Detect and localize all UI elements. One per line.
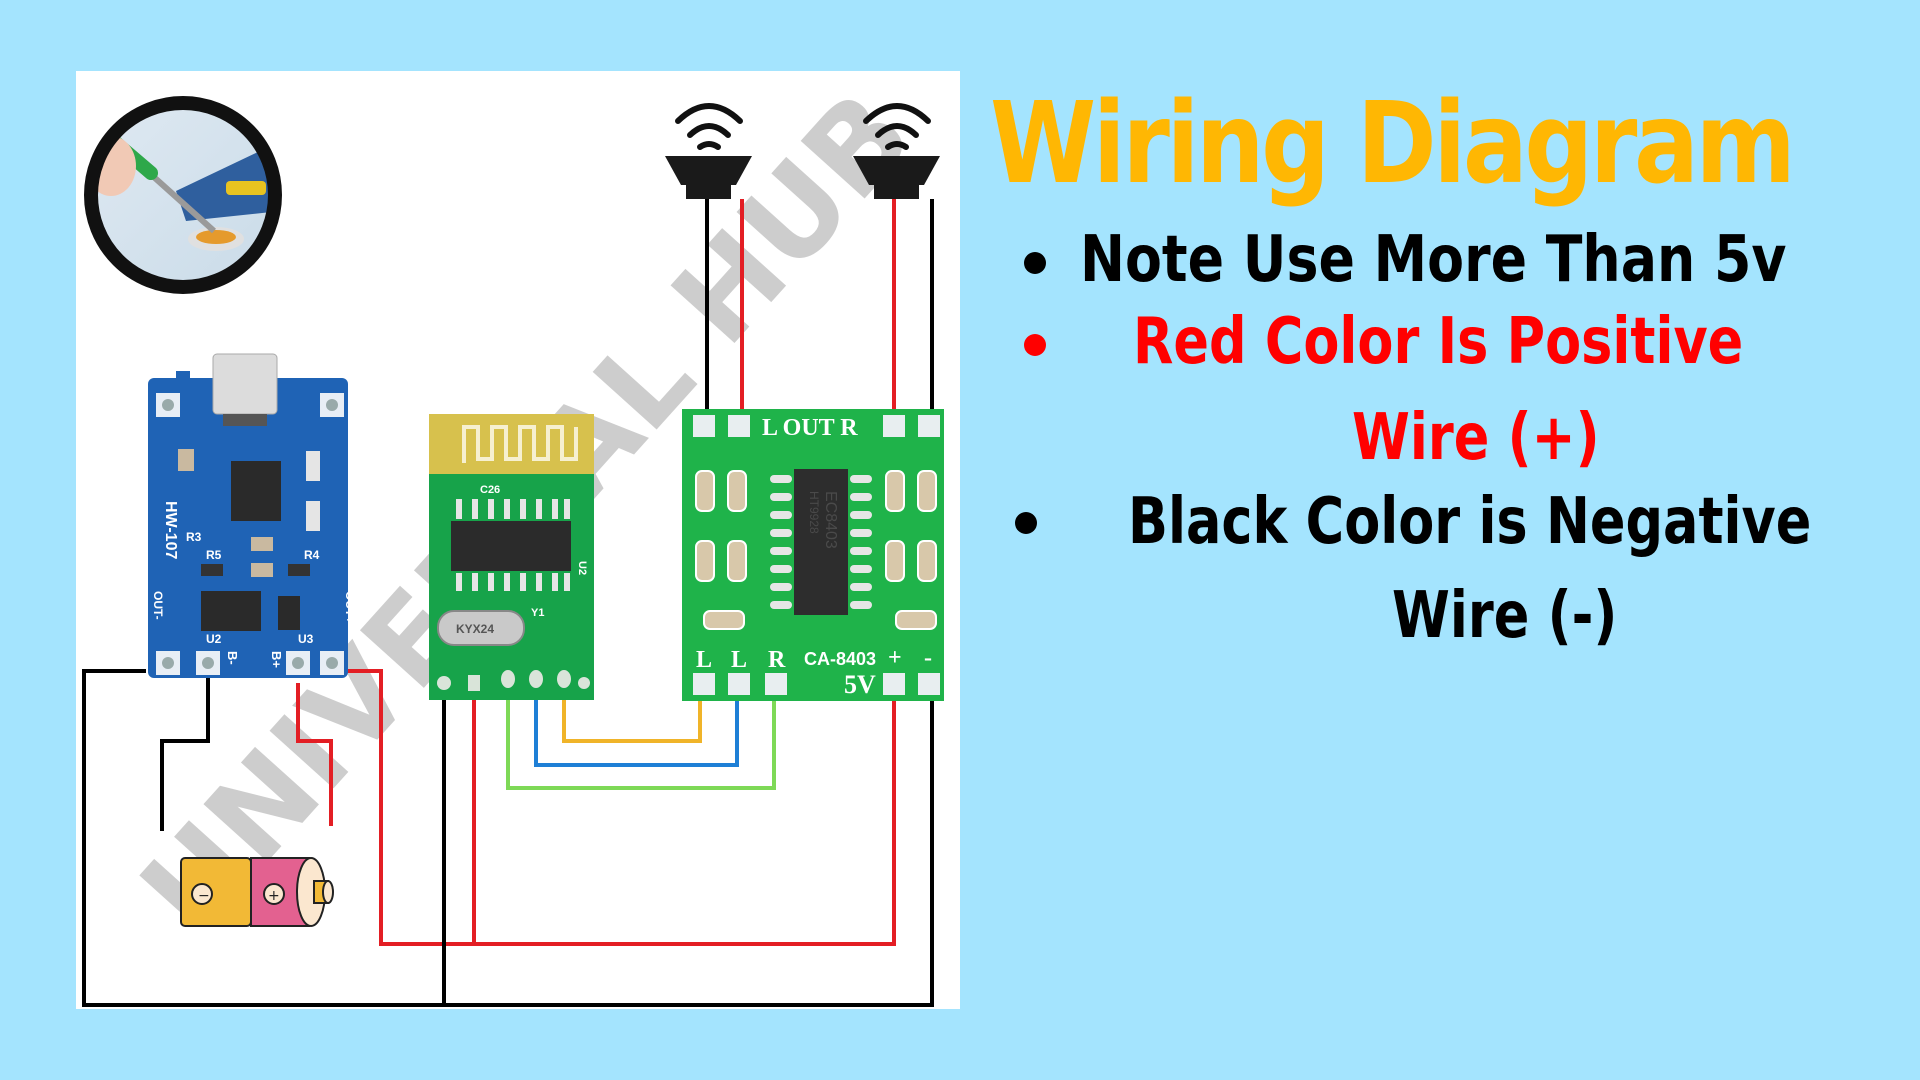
amp-model-label: CA-8403 xyxy=(804,649,876,669)
svg-text:R: R xyxy=(768,647,786,673)
charger-model-label: HW-107 xyxy=(162,501,179,559)
note-voltage: Note Use More Than 5v xyxy=(1080,223,1787,297)
note-positive-line2: Wire (+) xyxy=(1352,401,1600,475)
battery-positive-symbol: + xyxy=(268,888,280,904)
svg-text:R4: R4 xyxy=(304,548,320,562)
wiring-diagram: UNIVERSAL HUB xyxy=(82,71,944,1007)
svg-text:U2: U2 xyxy=(576,561,588,575)
svg-text:L: L xyxy=(731,647,747,673)
svg-text:5V: 5V xyxy=(844,670,876,699)
battery-negative-symbol: − xyxy=(198,888,210,904)
bluetooth-audio-board: KYX24 C26 Y1 U2 xyxy=(429,414,594,700)
amp-out-label: L OUT R xyxy=(762,415,858,441)
svg-text:OUT-: OUT- xyxy=(151,591,165,620)
svg-text:KYX24: KYX24 xyxy=(456,622,494,636)
wires xyxy=(82,199,934,1007)
speaker-right-icon xyxy=(853,103,940,199)
battery-icon: − + xyxy=(180,857,334,927)
svg-text:EC8403: EC8403 xyxy=(822,491,839,549)
soldering-iron-thumbnail-icon xyxy=(84,96,282,294)
svg-text:U2: U2 xyxy=(206,632,222,646)
note-negative-line1: Black Color is Negative xyxy=(1128,485,1812,559)
note-negative-line2: Wire (-) xyxy=(1392,579,1618,653)
svg-text:L: L xyxy=(696,647,712,673)
note-positive-line1: Red Color Is Positive xyxy=(1133,305,1744,379)
svg-text:-: - xyxy=(924,645,932,671)
speaker-left-icon xyxy=(665,103,752,199)
svg-text:R3: R3 xyxy=(186,530,202,544)
wiring-diagram-panel: UNIVERSAL HUB xyxy=(76,71,960,1009)
svg-text:Y1: Y1 xyxy=(531,607,544,619)
svg-text:HT9928: HT9928 xyxy=(807,491,821,534)
svg-text:C26: C26 xyxy=(480,484,500,496)
amplifier-board-ca8403: L OUT R EC8403 HT9928 L L R CA-8403 + - … xyxy=(682,409,944,701)
svg-text:+: + xyxy=(888,645,902,671)
bullet-icon xyxy=(1015,512,1037,534)
charger-board-hw107: HW-107 R3 R5 R4 U2 U3 OUT- OUT+ B- B+ xyxy=(148,353,357,678)
svg-text:OUT+: OUT+ xyxy=(343,591,357,623)
svg-text:U3: U3 xyxy=(298,632,314,646)
svg-text:R5: R5 xyxy=(206,548,222,562)
page-title: Wiring Diagram xyxy=(990,79,1796,209)
svg-text:B-: B- xyxy=(225,651,240,665)
bullet-icon xyxy=(1024,252,1046,274)
bullet-icon xyxy=(1024,334,1046,356)
svg-text:B+: B+ xyxy=(269,651,284,668)
